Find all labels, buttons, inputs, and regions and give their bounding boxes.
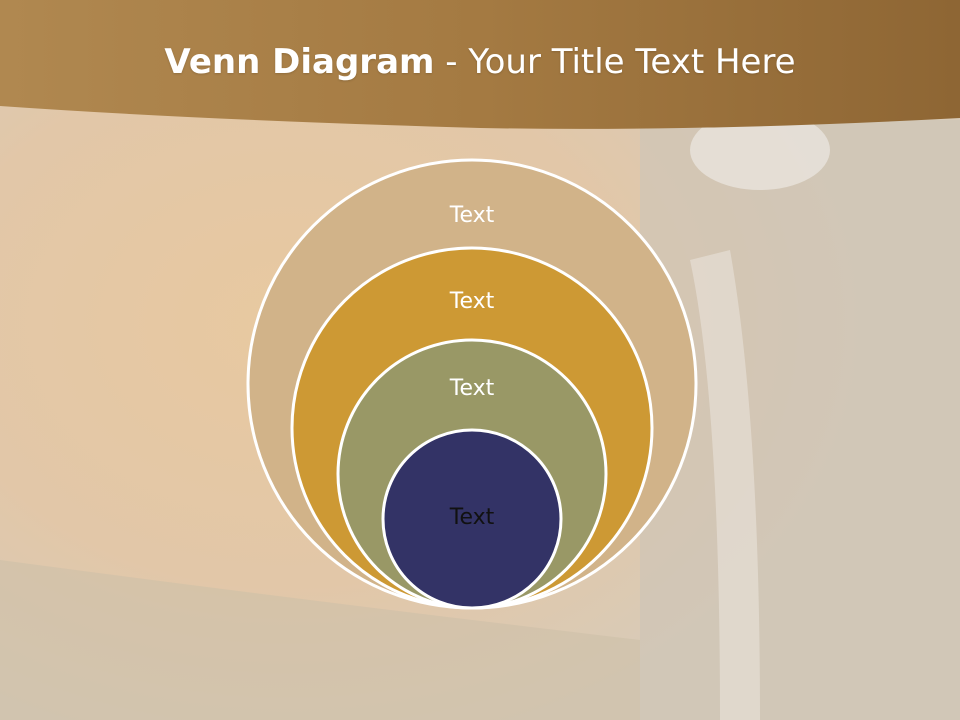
- circle-2-label: Text: [449, 289, 495, 314]
- circle-4-label: Text: [449, 505, 495, 530]
- title-bold: Venn Diagram: [164, 42, 435, 82]
- slide-title: Venn Diagram - Your Title Text Here: [0, 40, 960, 84]
- circle-1-label: Text: [449, 203, 495, 228]
- circle-4: [381, 428, 563, 610]
- title-rest: - Your Title Text Here: [434, 42, 796, 82]
- circle-3-label: Text: [449, 376, 495, 401]
